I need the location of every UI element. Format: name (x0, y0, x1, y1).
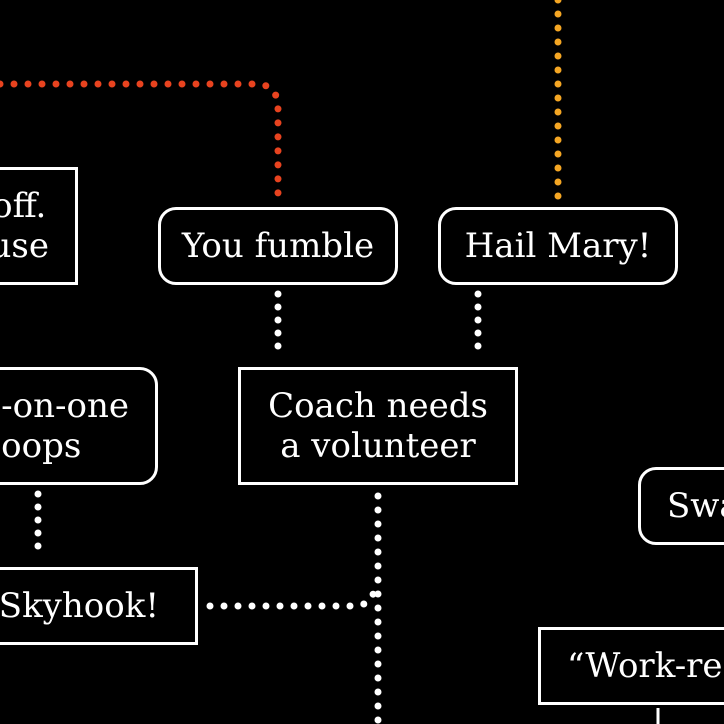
node-off-use: off. use (0, 167, 78, 285)
node-work-re-label: “Work-re (567, 646, 723, 686)
node-hail-mary-label: Hail Mary! (464, 226, 652, 266)
node-you-fumble-label: You fumble (181, 226, 375, 266)
node-work-re: “Work-re (538, 627, 724, 705)
connector-red-to-you-fumble (0, 80, 282, 202)
node-coach-needs-volunteer-label: Coach needs a volunteer (268, 386, 488, 466)
node-you-fumble: You fumble (158, 207, 398, 285)
connector-skyhook-to-coach-line (206, 586, 378, 610)
node-swa-label: Swa (667, 486, 724, 526)
node-hail-mary: Hail Mary! (438, 207, 678, 285)
node-coach-needs-volunteer: Coach needs a volunteer (238, 367, 518, 485)
node-one-on-one-label: -on-one oops (1, 386, 129, 466)
node-skyhook: Skyhook! (0, 567, 198, 645)
node-skyhook-label: Skyhook! (0, 586, 159, 626)
node-one-on-one: -on-one oops (0, 367, 158, 485)
node-swa: Swa (638, 467, 724, 545)
node-off-use-label: off. use (0, 186, 49, 266)
